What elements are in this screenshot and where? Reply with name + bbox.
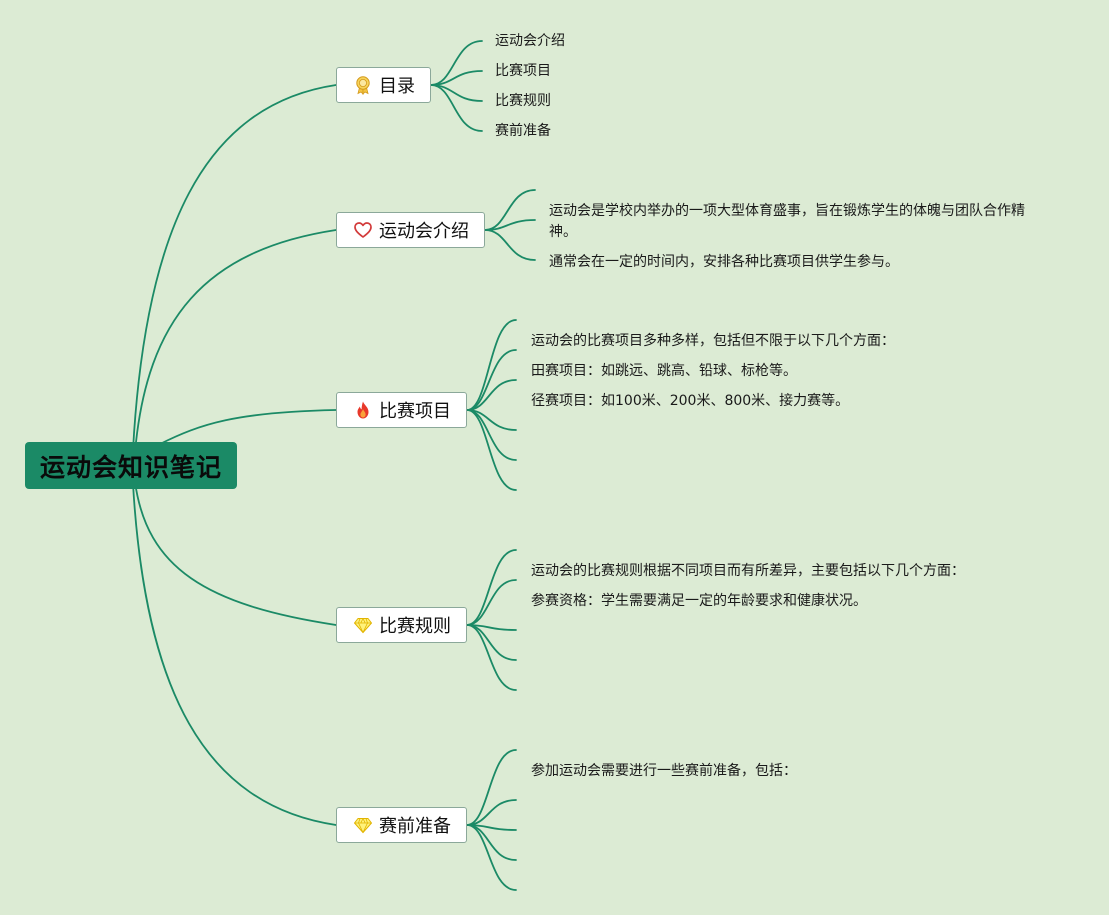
edge-topic-to-leaf — [466, 409, 517, 491]
leaf-item[interactable]: 参加运动会需要进行一些赛前准备，包括： — [531, 763, 797, 779]
edge-topic-to-leaf — [466, 379, 517, 411]
leaf-item[interactable]: 参赛资格：学生需要满足一定的年龄要求和健康状况。 — [531, 593, 867, 609]
fire-icon — [353, 400, 373, 420]
topic-label: 赛前准备 — [379, 816, 451, 837]
edge-root-to-topic — [134, 481, 337, 626]
heart-icon — [353, 220, 373, 240]
award-ribbon-icon — [353, 75, 373, 95]
edge-topic-to-leaf — [466, 409, 517, 461]
edge-root-to-topic — [132, 483, 337, 826]
edge-topic-to-leaf — [466, 319, 517, 411]
edge-root-to-topic — [134, 229, 337, 453]
root-node[interactable]: 运动会知识笔记 — [25, 442, 237, 489]
edge-topic-to-leaf — [466, 624, 517, 691]
topic-node-introduction[interactable]: 运动会介绍 — [336, 212, 485, 248]
leaf-item[interactable]: 田赛项目：如跳远、跳高、铅球、标枪等。 — [531, 363, 797, 379]
diamond-icon — [353, 615, 373, 635]
topic-label: 比赛规则 — [379, 616, 451, 637]
edge-topic-to-leaf — [466, 749, 517, 826]
edge-topic-to-leaf — [430, 84, 483, 132]
topic-node-contents[interactable]: 目录 — [336, 67, 431, 103]
leaf-item[interactable]: 运动会介绍 — [495, 33, 565, 49]
leaf-item[interactable]: 运动会的比赛规则根据不同项目而有所差异，主要包括以下几个方面： — [531, 563, 965, 579]
edge-topic-to-leaf — [466, 824, 517, 891]
edge-topic-to-leaf — [466, 349, 517, 411]
edge-root-to-topic — [159, 409, 337, 445]
topic-label: 运动会介绍 — [379, 221, 469, 242]
leaf-item[interactable]: 运动会的比赛项目多种多样，包括但不限于以下几个方面： — [531, 333, 895, 349]
topic-label: 目录 — [379, 76, 415, 97]
edge-topic-to-leaf — [466, 579, 517, 626]
leaf-item[interactable]: 比赛规则 — [495, 93, 551, 109]
topic-node-rules[interactable]: 比赛规则 — [336, 607, 467, 643]
topic-node-preparation[interactable]: 赛前准备 — [336, 807, 467, 843]
diamond-icon — [353, 815, 373, 835]
topic-node-events[interactable]: 比赛项目 — [336, 392, 467, 428]
edge-topic-to-leaf — [484, 229, 536, 261]
leaf-item[interactable]: 径赛项目：如100米、200米、800米、接力赛等。 — [531, 393, 850, 409]
leaf-item[interactable]: 赛前准备 — [495, 123, 551, 139]
leaf-item[interactable]: 通常会在一定的时间内，安排各种比赛项目供学生参与。 — [549, 254, 899, 270]
topic-label: 比赛项目 — [379, 401, 451, 422]
edge-root-to-topic — [132, 84, 337, 451]
edge-topic-to-leaf — [430, 40, 483, 86]
edge-topic-to-leaf — [466, 549, 517, 626]
leaf-item[interactable]: 比赛项目 — [495, 63, 551, 79]
root-node-label: 运动会知识笔记 — [39, 452, 222, 482]
leaf-item[interactable]: 运动会是学校内举办的一项大型体育盛事，旨在锻炼学生的体魄与团队合作精神。 — [549, 203, 1025, 240]
